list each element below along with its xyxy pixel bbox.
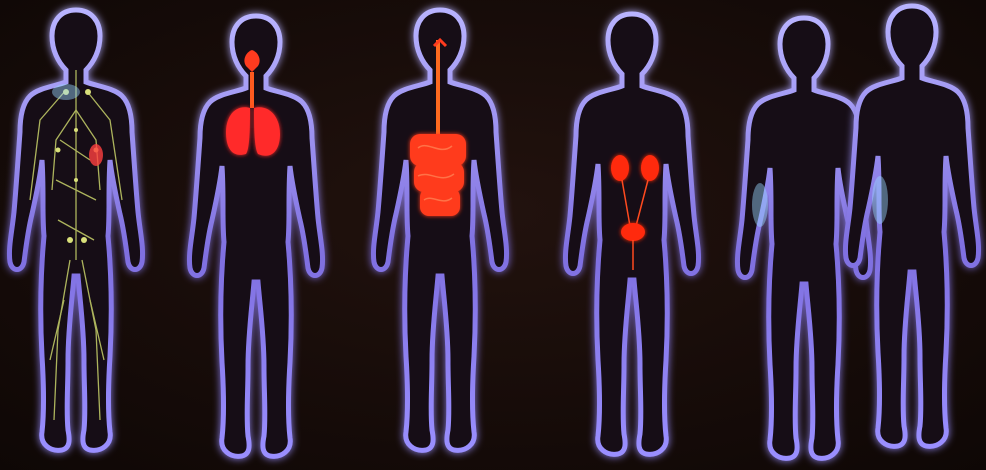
bladder-icon bbox=[621, 223, 645, 241]
arm-highlight bbox=[872, 176, 888, 224]
spleen-icon bbox=[89, 144, 103, 166]
right-kidney-icon bbox=[641, 155, 659, 181]
thymus-glow bbox=[52, 84, 80, 100]
arm-highlight bbox=[752, 183, 768, 227]
left-kidney-icon bbox=[611, 155, 629, 181]
